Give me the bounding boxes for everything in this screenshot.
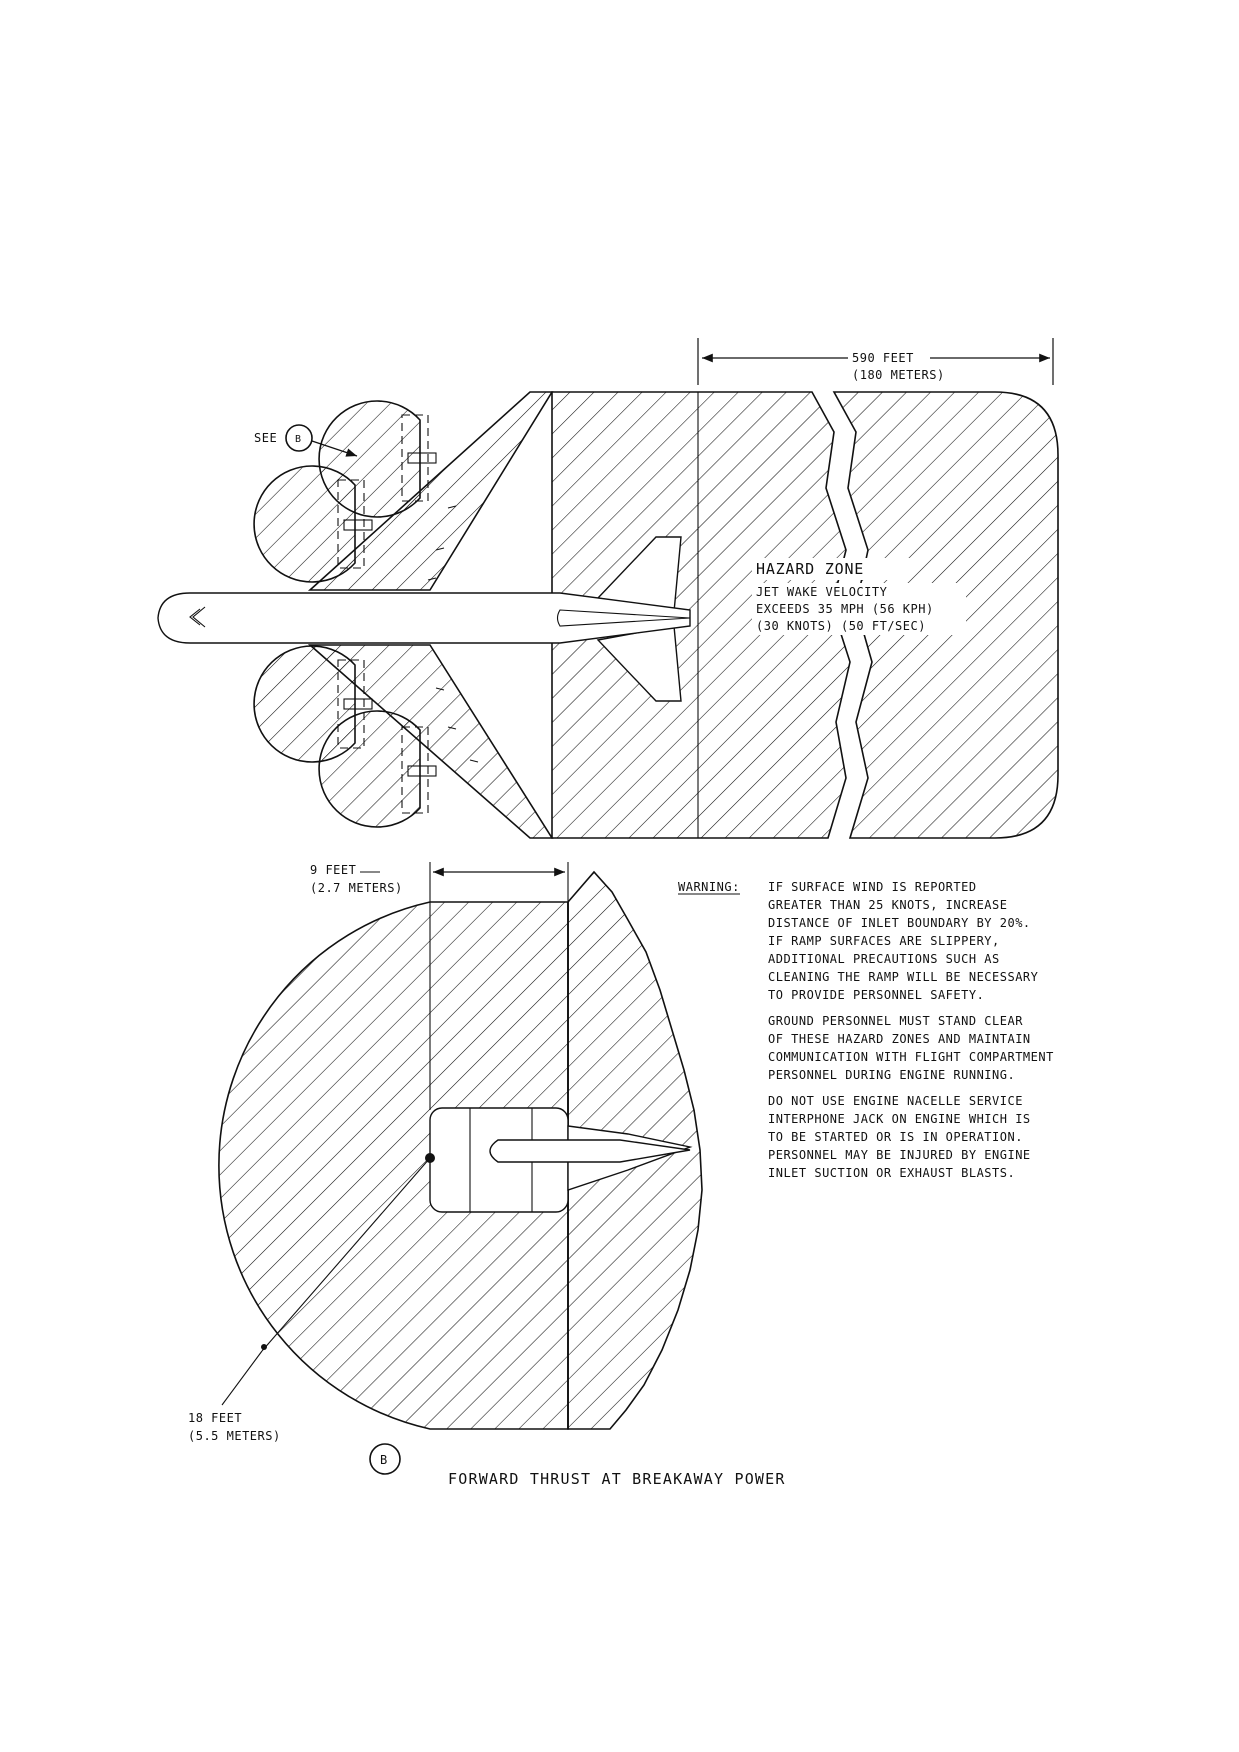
radius-label-meters: (5.5 METERS)	[188, 1429, 281, 1443]
warning-p3-line-2: INTERPHONE JACK ON ENGINE WHICH IS	[768, 1112, 1031, 1126]
width-label-meters: (2.7 METERS)	[310, 881, 403, 895]
lower-wing	[307, 644, 554, 839]
hazard-zone-line-3: (30 KNOTS) (50 FT/SEC)	[756, 619, 926, 633]
detail-view: 9 FEET (2.7 METERS) 18 FEET (5.5 METERS)…	[188, 862, 786, 1488]
warning-p1-line-7: TO PROVIDE PERSONNEL SAFETY.	[768, 988, 984, 1002]
diagram-caption: FORWARD THRUST AT BREAKAWAY POWER	[448, 1470, 786, 1488]
detail-marker-circle	[285, 424, 313, 452]
warning-p2-line-1: GROUND PERSONNEL MUST STAND CLEAR	[768, 1014, 1023, 1028]
warning-p1-line-3: DISTANCE OF INLET BOUNDARY BY 20%.	[768, 916, 1031, 930]
radius-label-feet: 18 FEET	[188, 1411, 242, 1425]
hazard-zone-line-1: JET WAKE VELOCITY	[756, 585, 888, 599]
warning-p1-line-4: IF RAMP SURFACES ARE SLIPPERY,	[768, 934, 1000, 948]
warning-p3-line-5: INLET SUCTION OR EXHAUST BLASTS.	[768, 1166, 1015, 1180]
see-label: SEE	[254, 431, 277, 445]
warning-block: WARNING: IF SURFACE WIND IS REPORTED GRE…	[678, 880, 1054, 1180]
warning-p3-line-3: TO BE STARTED OR IS IN OPERATION.	[768, 1130, 1023, 1144]
width-label-feet: 9 FEET	[310, 863, 356, 877]
warning-p2-line-2: OF THESE HAZARD ZONES AND MAINTAIN	[768, 1032, 1031, 1046]
distance-label-meters: (180 METERS)	[852, 368, 945, 382]
hazard-zone-title: HAZARD ZONE	[756, 560, 864, 578]
engine-nacelles	[337, 414, 437, 814]
distance-label-feet: 590 FEET	[852, 351, 914, 365]
warning-p1-line-1: IF SURFACE WIND IS REPORTED	[768, 880, 977, 894]
fuselage	[157, 592, 691, 644]
warning-p3-line-1: DO NOT USE ENGINE NACELLE SERVICE	[768, 1094, 1023, 1108]
detail-view-marker-letter: B	[380, 1453, 388, 1467]
warning-heading: WARNING:	[678, 880, 740, 894]
inlet-hazard-circle	[218, 901, 569, 1430]
warning-p2-line-4: PERSONNEL DURING ENGINE RUNNING.	[768, 1068, 1015, 1082]
warning-p1-line-6: CLEANING THE RAMP WILL BE NECESSARY	[768, 970, 1039, 984]
warning-p1-line-2: GREATER THAN 25 KNOTS, INCREASE	[768, 898, 1007, 912]
warning-p2-line-3: COMMUNICATION WITH FLIGHT COMPARTMENT	[768, 1050, 1054, 1064]
hazard-zone-line-2: EXCEEDS 35 MPH (56 KPH)	[756, 602, 934, 616]
warning-p3-line-4: PERSONNEL MAY BE INJURED BY ENGINE	[768, 1148, 1031, 1162]
detail-marker-letter: B	[295, 434, 302, 445]
warning-p1-line-5: ADDITIONAL PRECAUTIONS SUCH AS	[768, 952, 1000, 966]
top-view: 590 FEET (180 METERS) SEE B HAZARD ZONE …	[157, 338, 1059, 839]
inlet-hazard-zone-4	[318, 710, 421, 828]
detail-view-marker-circle	[369, 1443, 401, 1475]
upper-wing	[307, 391, 554, 591]
